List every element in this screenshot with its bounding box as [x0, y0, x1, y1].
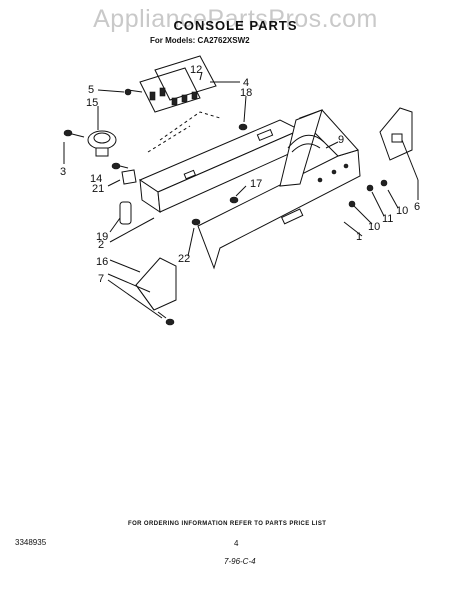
connector-block: [127, 55, 217, 113]
callout-16: 16: [96, 256, 108, 268]
knob-clip: [121, 169, 137, 185]
knob-spring: [119, 201, 132, 225]
callout-4: 4: [243, 77, 249, 89]
callout-6: 6: [414, 201, 420, 213]
callout-9: 9: [338, 134, 344, 146]
callout-11: 11: [382, 213, 393, 225]
leader-lines: [63, 71, 419, 319]
callout-14: 14: [90, 173, 102, 185]
callout-21: 21: [92, 183, 104, 195]
callout-19: 19: [96, 231, 108, 243]
end-cap: [135, 257, 177, 311]
side-bracket: [379, 107, 413, 161]
watermark: AppliancePartsPros.com: [93, 5, 378, 33]
callout-12: 12: [190, 64, 202, 76]
page-title: CONSOLE PARTS: [173, 18, 298, 33]
callout-17: 17: [250, 178, 262, 190]
callout-labels: 1 2 3 4 5 6 7 9 10 10 11 12 14 15 16 17 …: [60, 64, 420, 285]
callout-5: 5: [88, 84, 94, 96]
callout-3: 3: [60, 166, 66, 178]
callout-7: 7: [98, 273, 104, 285]
page-number: 4: [234, 539, 239, 548]
ordering-note: FOR ORDERING INFORMATION REFER TO PARTS …: [128, 521, 327, 527]
callout-10-b: 10: [368, 221, 380, 233]
console-panel: [197, 109, 361, 270]
screws: [63, 88, 388, 326]
callout-10-a: 10: [396, 205, 408, 217]
switch: [87, 130, 117, 157]
callout-15: 15: [86, 97, 98, 109]
callout-2: 2: [98, 239, 104, 251]
callout-22: 22: [178, 253, 190, 265]
date-code: 7-96-C-4: [224, 557, 256, 566]
callout-18: 18: [240, 87, 252, 99]
document-number: 3348935: [15, 538, 47, 547]
callout-1: 1: [356, 231, 362, 243]
model-subtitle: For Models: CA2762XSW2: [150, 36, 250, 45]
